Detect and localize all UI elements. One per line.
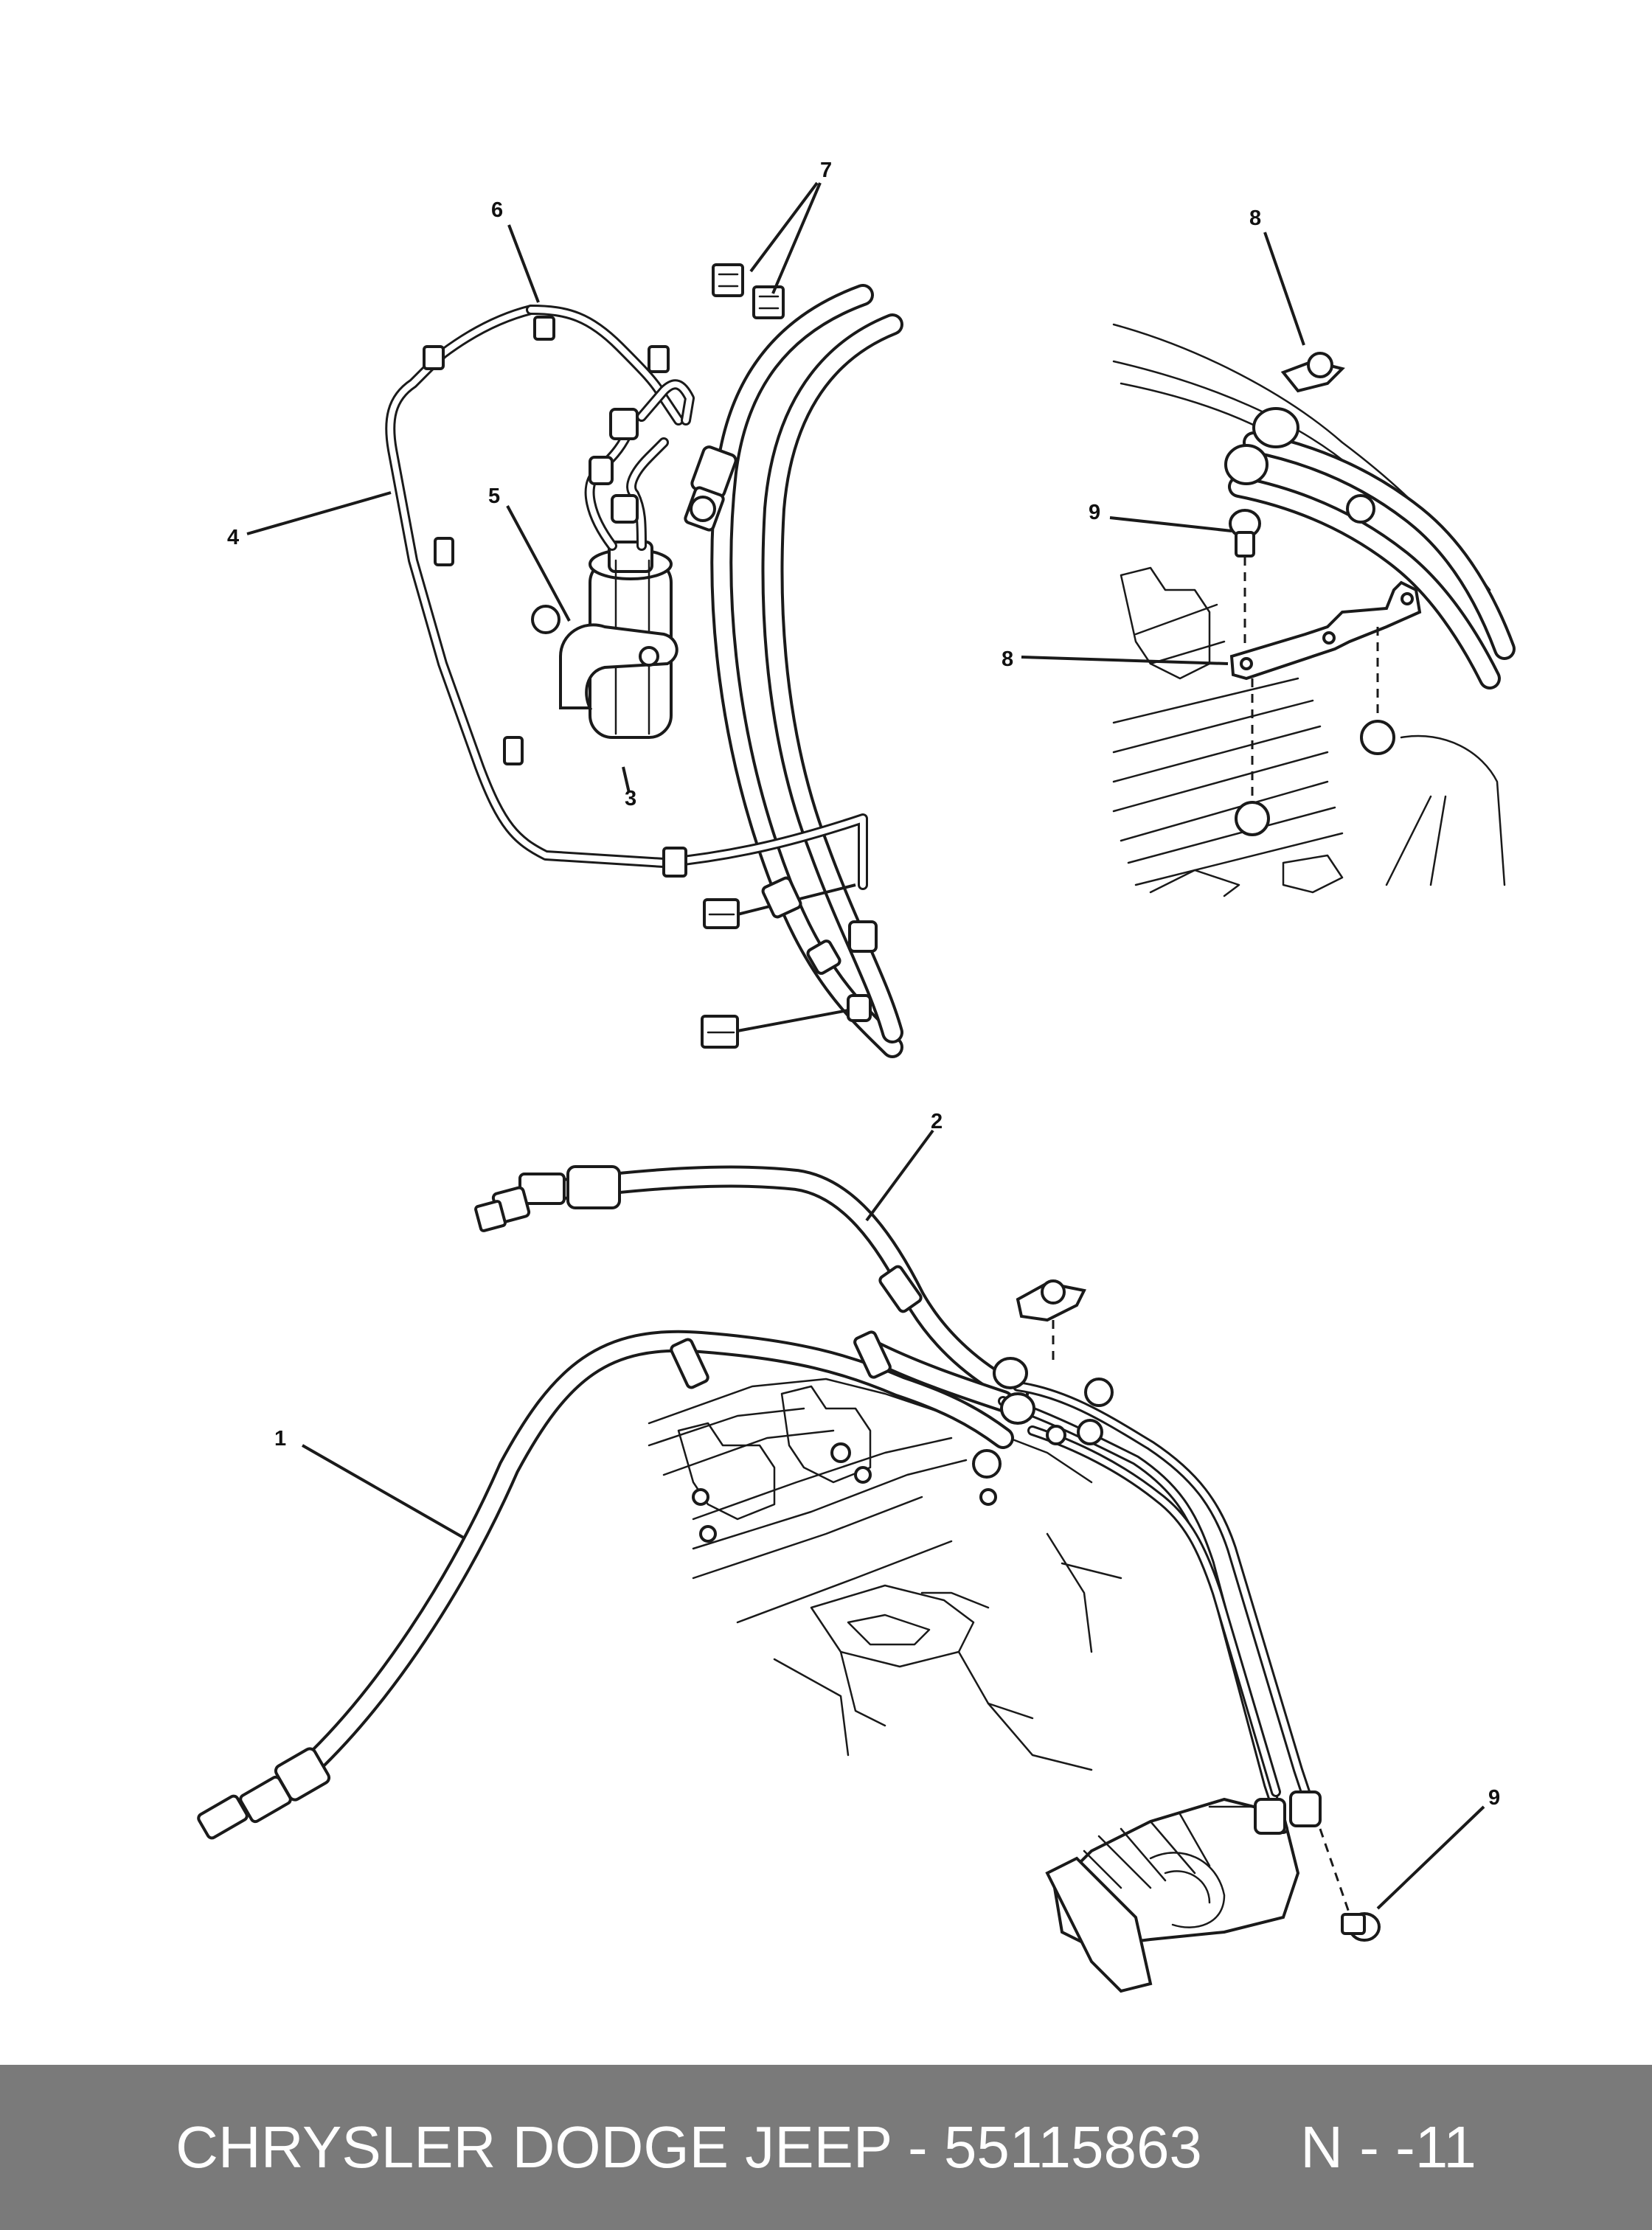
callout-8-plate: 8 — [1002, 647, 1013, 671]
callout-9-top: 9 — [1089, 501, 1100, 524]
footer-brand: CHRYSLER DODGE JEEP — [176, 2114, 892, 2180]
footer-page-code: N - -11 — [1300, 2114, 1476, 2180]
callout-8-top: 8 — [1249, 206, 1261, 230]
callout-leaders — [246, 181, 1485, 1910]
parts-diagram: 1 2 3 4 5 6 7 8 8 9 9 — [197, 159, 1516, 1993]
top-right-inset — [1112, 323, 1516, 897]
callout-numbers: 1 2 3 4 5 6 7 8 8 9 9 — [227, 159, 1500, 1810]
footer-part-number: 55115863 — [943, 2114, 1202, 2180]
bottom-assembly — [197, 1165, 1381, 1993]
callout-1: 1 — [274, 1427, 286, 1451]
callout-3: 3 — [625, 787, 636, 810]
callout-5: 5 — [488, 484, 500, 508]
callout-2: 2 — [931, 1110, 943, 1133]
callout-7: 7 — [820, 159, 832, 182]
callout-9-bottom: 9 — [1488, 1786, 1500, 1810]
footer-bar: CHRYSLER DODGE JEEP - 55115863 N - -11 — [0, 2065, 1652, 2230]
footer-caption: CHRYSLER DODGE JEEP - 55115863 N - -11 — [0, 2065, 1652, 2230]
footer-separator: - — [891, 2114, 944, 2180]
footer-spacer — [1202, 2114, 1300, 2180]
callout-4: 4 — [227, 526, 239, 549]
top-left-assembly — [385, 263, 903, 1058]
callout-6: 6 — [491, 198, 503, 222]
